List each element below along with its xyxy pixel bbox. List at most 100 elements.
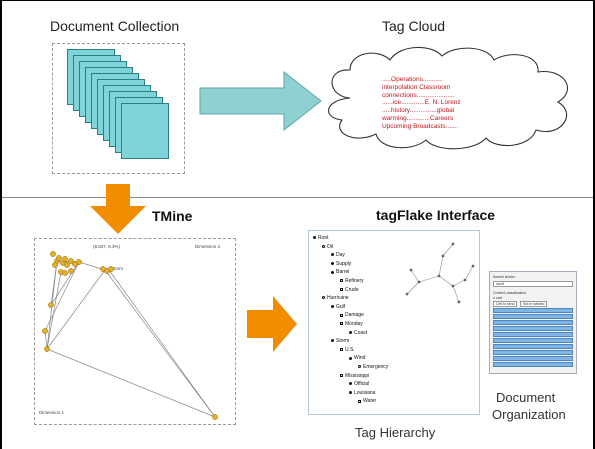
tree-node-label: Damage [345,312,364,319]
tree-node[interactable]: Water [358,398,376,404]
document-row[interactable] [493,350,573,356]
tree-node[interactable]: Mississippi [340,373,369,379]
tree-node[interactable]: Monday [340,321,363,327]
tree-bullet-icon [340,373,343,377]
tree-bullet-icon [331,261,334,265]
tree-node-label: Supply [336,260,352,267]
tree-bullet-icon [349,330,352,334]
document-row[interactable] [493,332,573,338]
org-tab-labeled[interactable]: Not in labeled [520,301,548,307]
tree-node-label: Louisiana [354,389,376,396]
tag-cloud-title: Tag Cloud [382,18,446,34]
tree-node-label: Barrel [336,269,350,276]
tree-bullet-icon [331,270,334,274]
tree-node[interactable]: Supply [331,261,351,267]
scatter-point [44,346,50,352]
document-collection-frame [52,43,185,174]
tag-cloud-line: .....Operations........... [382,76,443,83]
graph-node [441,254,445,258]
orange-right-arrow [247,296,297,352]
tree-bullet-icon [322,244,325,248]
tree-node-label: Refinery [345,278,364,284]
scatter-dimension-1-label: Dimension 1 [39,410,65,415]
scatter-point [64,262,70,268]
graph-edge [438,275,454,287]
tree-node[interactable]: Storm [331,338,349,344]
tree-node[interactable]: Wind [349,355,365,361]
tree-node[interactable]: Oil [322,244,333,250]
scatter-point [42,328,48,334]
tree-node-label: Water [363,398,377,405]
org-radio-option[interactable]: o oarf [493,296,502,300]
scatter-edge [108,269,216,418]
graph-node [437,274,441,278]
tree-bullet-icon [340,347,343,351]
scatter-point [108,266,114,272]
document-row[interactable] [493,362,573,368]
scatter-edge [46,271,62,350]
document-row[interactable] [493,326,573,332]
graph-node [405,292,409,296]
scatter-point [212,414,218,420]
tree-node[interactable]: Barrel [331,269,349,275]
scatter-point [48,302,54,308]
org-search-field[interactable]: storft [493,281,573,287]
tree-bullet-icon [331,339,334,343]
document-row[interactable] [493,308,573,314]
org-tab-send[interactable]: Cell to send [493,301,518,307]
tagflake-interface-title: tagFlake Interface [376,207,496,223]
tree-node[interactable]: Day [331,252,345,258]
tree-node[interactable]: Root [313,235,329,241]
graph-node [457,300,461,304]
tree-bullet-icon [340,313,343,317]
scatter-point [68,268,74,274]
scatter-point [68,258,74,264]
scatter-storm-label: Storm [111,266,124,271]
tag-cloud-words: .....Operations........... interpolation… [382,76,461,131]
document-row[interactable] [493,356,573,362]
tree-node[interactable]: Refinery [340,278,364,284]
tree-node[interactable]: Emergency [358,364,388,370]
tree-node-label: Coast [354,329,368,336]
tree-bullet-icon [340,322,343,326]
tree-node[interactable]: Official [349,381,369,387]
scatter-point [62,270,68,276]
document-row[interactable] [493,344,573,350]
tree-node-label: Day [336,252,345,259]
document-organization-panel: Search tender storft Content classificat… [489,271,577,374]
tree-node-label: Gulf [336,303,346,310]
scatter-point [62,256,68,262]
teal-arrow [199,70,322,132]
document-row[interactable] [493,338,573,344]
tree-node[interactable]: Crude [340,287,359,293]
scatter-corner-label: (8,837, 8.3%) [93,244,121,249]
tag-cloud-line: connections..................... [382,91,455,99]
tag-cloud-line: interpolation Classroom [382,83,451,91]
tree-node[interactable]: Louisiana [349,390,375,396]
tree-node-label: Hurricane [327,295,349,302]
graph-edge [442,243,454,257]
document-page [121,103,169,159]
tree-node-label: Wind [354,355,366,362]
tree-node[interactable]: Coast [349,330,367,336]
tree-bullet-icon [358,365,361,369]
tag-cloud-line: .....history...............global [382,107,455,115]
tree-node[interactable]: Damage [340,312,364,318]
graph-node [417,280,421,284]
tree-node[interactable]: Hurricane [322,295,349,301]
document-row[interactable] [493,320,573,326]
tree-bullet-icon [313,236,316,240]
tree-bullet-icon [349,356,352,360]
tree-bullet-icon [349,382,352,386]
graph-node [463,278,467,282]
org-search-label: Search tender [493,275,515,279]
tree-node[interactable]: Gulf [331,304,345,310]
tree-node-label: Root [318,235,329,241]
tree-node[interactable]: U.S. [340,347,355,353]
tree-node-label: Oil [327,243,334,250]
graph-edge [464,265,474,281]
graph-edge [452,279,466,287]
graph-node [409,268,413,272]
document-row[interactable] [493,314,573,320]
